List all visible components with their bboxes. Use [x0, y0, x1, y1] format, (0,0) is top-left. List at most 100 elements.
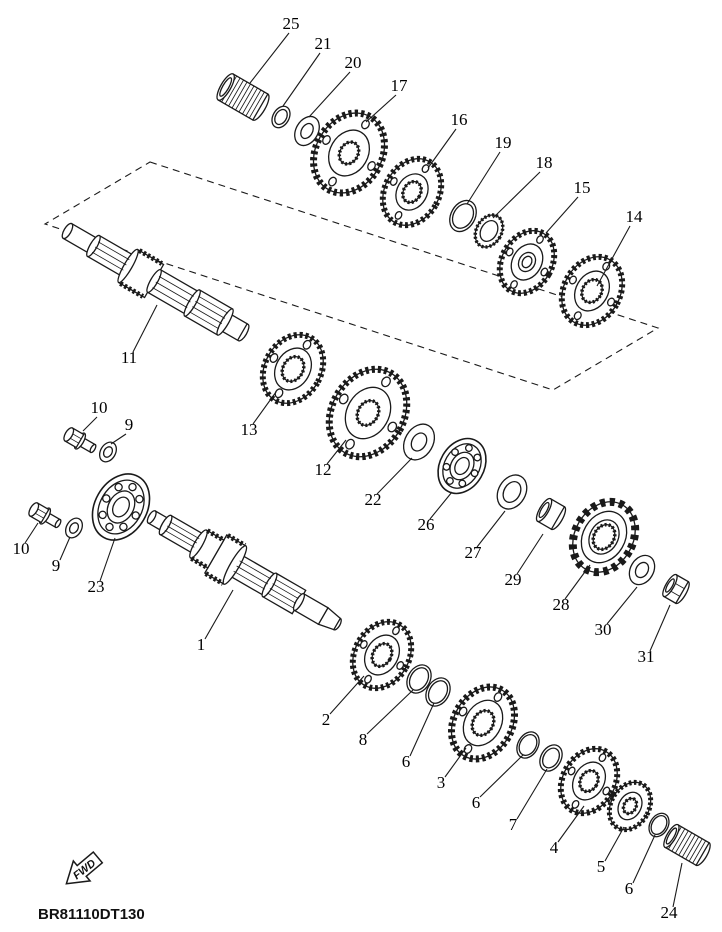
callout-label[interactable]: 24	[661, 903, 679, 922]
callout-label[interactable]: 8	[359, 730, 368, 749]
part-28-drive-sprocket	[568, 497, 640, 577]
callout-label[interactable]: 10	[91, 398, 108, 417]
part-31-nut	[662, 573, 690, 605]
leader-line	[308, 71, 351, 118]
callout-27[interactable]: 27	[465, 510, 506, 562]
part-2-gear	[349, 618, 415, 692]
part-27-washer	[496, 474, 528, 510]
callout-31[interactable]: 31	[638, 604, 671, 666]
callout-6-second[interactable]: 6	[472, 754, 524, 812]
callout-30[interactable]: 30	[595, 586, 638, 639]
callout-label[interactable]: 31	[638, 647, 655, 666]
callout-2[interactable]: 2	[322, 675, 365, 729]
callout-label[interactable]: 18	[536, 153, 553, 172]
leader-line	[596, 225, 631, 287]
leader-line	[672, 862, 683, 908]
callout-10-lower[interactable]: 10	[13, 522, 39, 558]
callout-label[interactable]: 16	[451, 110, 468, 129]
callout-label[interactable]: 23	[88, 577, 105, 596]
part-14-gear	[558, 253, 626, 329]
callout-label[interactable]: 22	[365, 490, 382, 509]
callout-7[interactable]: 7	[509, 768, 548, 834]
part-10-bolt-upper	[63, 427, 97, 454]
callout-label[interactable]: 17	[391, 76, 409, 95]
callout-label[interactable]: 14	[626, 207, 644, 226]
callout-5[interactable]: 5	[597, 826, 625, 876]
callout-1[interactable]: 1	[197, 589, 234, 654]
callout-label[interactable]: 4	[550, 838, 559, 857]
callout-label[interactable]: 2	[322, 710, 331, 729]
callout-label[interactable]: 21	[315, 34, 332, 53]
callout-17[interactable]: 17	[365, 76, 409, 123]
callout-label[interactable]: 10	[13, 539, 30, 558]
part-18-lock-washer	[473, 213, 505, 249]
callout-label[interactable]: 27	[465, 543, 483, 562]
callout-3[interactable]: 3	[437, 747, 467, 792]
callout-label[interactable]: 26	[418, 515, 435, 534]
callout-26[interactable]: 26	[418, 491, 453, 534]
callout-label[interactable]: 9	[125, 415, 134, 434]
callout-label[interactable]: 6	[472, 793, 481, 812]
leader-line	[376, 457, 413, 495]
callout-label[interactable]: 3	[437, 773, 446, 792]
callout-28[interactable]: 28	[553, 564, 591, 614]
callout-24[interactable]: 24	[661, 862, 683, 922]
part-25-needle-bearing	[216, 73, 270, 121]
callout-19[interactable]: 19	[466, 133, 512, 205]
callout-11[interactable]: 11	[121, 304, 158, 367]
part-7-washer	[539, 744, 563, 772]
callout-label[interactable]: 6	[625, 879, 634, 898]
leader-line	[365, 94, 397, 123]
callout-9-lower[interactable]: 9	[52, 536, 71, 575]
callout-14[interactable]: 14	[596, 207, 644, 287]
callout-label[interactable]: 6	[402, 752, 411, 771]
callout-25[interactable]: 25	[249, 14, 300, 84]
callout-label[interactable]: 15	[574, 178, 591, 197]
callout-4[interactable]: 4	[550, 805, 585, 857]
part-6-circlip-second	[516, 731, 540, 759]
callout-16[interactable]: 16	[427, 110, 468, 169]
part-23-ball-bearing	[91, 473, 151, 541]
callout-label[interactable]: 20	[345, 53, 362, 72]
callout-23[interactable]: 23	[88, 537, 116, 596]
leader-line	[326, 439, 347, 465]
callout-21[interactable]: 21	[282, 34, 332, 107]
callout-label[interactable]: 13	[241, 420, 258, 439]
callout-8[interactable]: 8	[359, 689, 414, 749]
part-16-gear	[379, 155, 445, 229]
callout-6-third[interactable]: 6	[625, 834, 656, 898]
callout-9-upper[interactable]: 9	[110, 415, 134, 445]
callout-label[interactable]: 28	[553, 595, 570, 614]
callout-10-upper[interactable]: 10	[82, 398, 108, 432]
callout-18[interactable]: 18	[492, 153, 553, 219]
callout-label[interactable]: 5	[597, 857, 606, 876]
part-26-ball-bearing	[437, 437, 487, 495]
callout-label[interactable]: 11	[121, 348, 137, 367]
callout-label[interactable]: 30	[595, 620, 612, 639]
callout-13[interactable]: 13	[241, 391, 277, 439]
callout-22[interactable]: 22	[365, 457, 413, 509]
callout-label[interactable]: 7	[509, 815, 518, 834]
part-3-gear	[448, 683, 518, 763]
leader-line	[99, 537, 116, 582]
callout-20[interactable]: 20	[308, 53, 362, 118]
callout-label[interactable]: 25	[283, 14, 300, 33]
callout-29[interactable]: 29	[505, 533, 544, 589]
callout-label[interactable]: 29	[505, 570, 522, 589]
callout-15[interactable]: 15	[545, 178, 591, 234]
part-4-gear	[557, 745, 621, 817]
leader-line	[204, 589, 234, 640]
callout-6-first[interactable]: 6	[402, 702, 435, 771]
part-9-washer-upper	[98, 441, 118, 463]
leader-line	[132, 304, 158, 353]
leader-line	[564, 564, 591, 600]
callout-label[interactable]: 9	[52, 556, 61, 575]
part-21-washer	[271, 105, 291, 129]
callout-12[interactable]: 12	[315, 439, 347, 479]
leader-line	[466, 151, 501, 205]
leader-line	[545, 196, 579, 234]
callout-label[interactable]: 19	[495, 133, 512, 152]
leader-line	[444, 747, 467, 778]
callout-label[interactable]: 1	[197, 635, 206, 654]
callout-label[interactable]: 12	[315, 460, 332, 479]
